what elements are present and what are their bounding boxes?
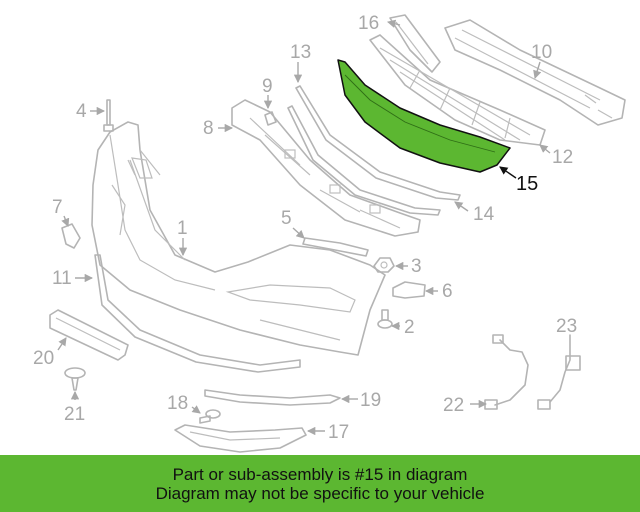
part-18-screw [199,409,221,424]
callout-2: 2 [404,317,415,338]
callout-7: 7 [52,197,63,218]
callout-12: 12 [552,147,573,168]
part-7-bracket [61,223,81,249]
part-13-molding [295,85,461,201]
part-9-clip [264,111,277,126]
callout-18: 18 [167,393,188,414]
part-11-strip [94,254,301,373]
callout-9: 9 [262,76,273,97]
callout-22: 22 [443,395,464,416]
part-6-bracket [392,281,426,299]
banner-line-2: Diagram may not be specific to your vehi… [155,483,485,503]
callout-6: 6 [442,281,453,302]
part-1-bumper-cover [91,121,386,356]
callout-3: 3 [411,256,422,277]
callout-19: 19 [360,390,381,411]
callout-14: 14 [473,204,495,225]
part-14-molding [287,105,441,216]
part-12-grille [369,34,546,146]
part-3-nut [373,257,395,273]
callout-16: 16 [358,13,379,34]
part-2-screw [377,309,393,329]
part-20-plate [49,309,129,361]
parts-diagram: 16 10 13 9 8 4 12 15 14 1 5 7 11 3 6 2 2… [33,13,626,453]
callout-13: 13 [290,42,311,63]
callout-10: 10 [531,42,552,63]
callout-5: 5 [281,208,292,229]
part-5-trim [302,237,369,257]
callout-15: 15 [516,173,538,195]
callout-21: 21 [64,404,85,425]
callout-1: 1 [177,218,188,239]
callout-17: 17 [328,422,349,443]
callout-8: 8 [203,118,214,139]
callout-4: 4 [76,101,87,122]
part-23-harness [537,334,581,410]
part-4-bolt [103,99,114,132]
callout-20: 20 [33,348,54,369]
part-19-molding [204,389,341,406]
part-22-harness [484,334,529,410]
part-15-highlighted [337,59,511,173]
info-banner: Part or sub-assembly is #15 in diagram D… [0,455,640,512]
part-16-bracket [389,14,441,73]
callout-23: 23 [556,316,577,337]
callout-11: 11 [52,268,72,289]
part-8-absorber [231,99,421,237]
part-17-trim [174,424,307,453]
banner-line-1: Part or sub-assembly is #15 in diagram [172,464,468,484]
callout-arrows [57,19,551,436]
part-21-clip [64,367,86,391]
part-10-bumper-beam [444,19,626,126]
